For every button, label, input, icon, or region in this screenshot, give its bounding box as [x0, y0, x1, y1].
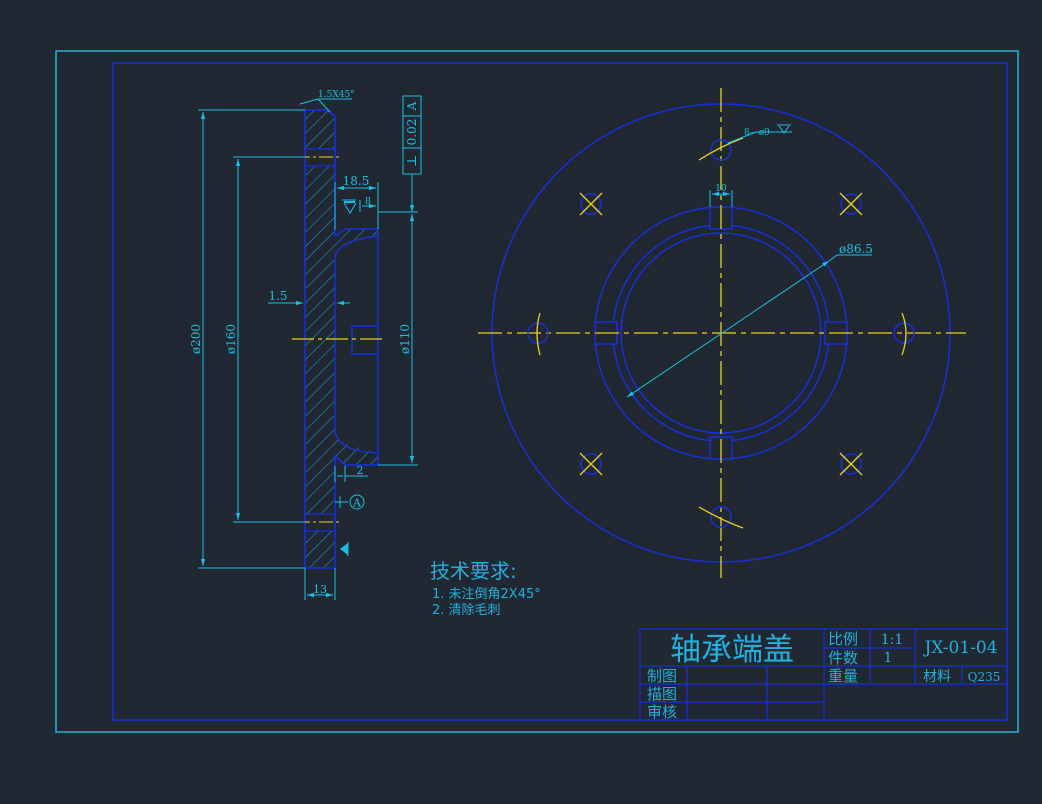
dim-2: 2: [357, 464, 364, 477]
dim-chamfer: 1.5X45°: [318, 90, 355, 100]
tech-req-title: 技术要求:: [430, 559, 517, 583]
weight-label: 重量: [828, 667, 858, 685]
material-label: 材料: [923, 669, 951, 685]
surface-finish-icon-bottom: [340, 543, 348, 555]
scale-value: 1:1: [881, 632, 904, 648]
section-outline: [304, 109, 379, 569]
datum-circle: [349, 494, 365, 510]
tolerance-frame: A 0.02 ⊥: [402, 95, 422, 175]
outer-frame: [55, 50, 1019, 733]
bolt-hole-ur: [840, 193, 862, 215]
checked-by-label: 审核: [647, 703, 677, 721]
bolt-hole-lr: [840, 453, 862, 475]
qty-value: 1: [884, 650, 893, 666]
section-hatch: [305, 110, 378, 568]
scale-label: 比例: [828, 630, 858, 648]
keyway-outline: [351, 325, 378, 355]
qty-label: 件数: [828, 649, 858, 667]
bolt-hole-right: [893, 322, 915, 344]
dim-slot-10: 10: [715, 184, 727, 194]
front-view: ø86.5 10 8—ø9: [478, 88, 966, 578]
dim-d160: ø160: [224, 324, 238, 354]
tolerance-datum: A: [405, 101, 419, 111]
bolt-hole-bottom: [710, 506, 732, 528]
hole-surface-finish-icon: [777, 124, 791, 134]
inner-frame: [112, 62, 1008, 721]
dim-d200: ø200: [189, 324, 203, 354]
surface-finish-icon: [342, 199, 357, 214]
inner-bore-outline: [334, 235, 379, 454]
dim-hole-spec: 8—ø9: [744, 128, 770, 138]
section-view: A A 0.02 ⊥ 1.5X45° ø200 ø160 ø110 18.5 8…: [189, 90, 422, 600]
bolt-hole-ul: [580, 193, 602, 215]
bolt-hole-ll: [580, 453, 602, 475]
tech-req-item-2: 2. 清除毛刺: [432, 603, 501, 618]
dim-8: 8: [365, 197, 371, 207]
tech-requirements: 技术要求: 1. 未注倒角2X45° 2. 清除毛刺: [430, 559, 541, 618]
dim-d110: ø110: [398, 324, 412, 354]
datum-label: A: [352, 497, 362, 510]
tolerance-symbol: ⊥: [405, 155, 420, 167]
title-block: 轴承端盖 比例 1:1 件数 1 重量 JX-01-04 材料 Q235 制图 …: [639, 628, 1008, 721]
material-value: Q235: [968, 670, 1001, 684]
dim-18-5: 18.5: [343, 174, 370, 188]
part-name: 轴承端盖: [670, 632, 794, 668]
made-by-label: 制图: [647, 667, 677, 685]
dim-13: 13: [313, 583, 327, 596]
traced-by-label: 描图: [647, 685, 677, 703]
tech-req-item-1: 1. 未注倒角2X45°: [432, 587, 541, 602]
bolt-hole-top: [710, 139, 732, 161]
drawing-number: JX-01-04: [922, 638, 997, 658]
dim-1-5: 1.5: [268, 289, 287, 303]
dim-d86-5: ø86.5: [839, 242, 873, 256]
tolerance-value: 0.02: [405, 119, 419, 146]
